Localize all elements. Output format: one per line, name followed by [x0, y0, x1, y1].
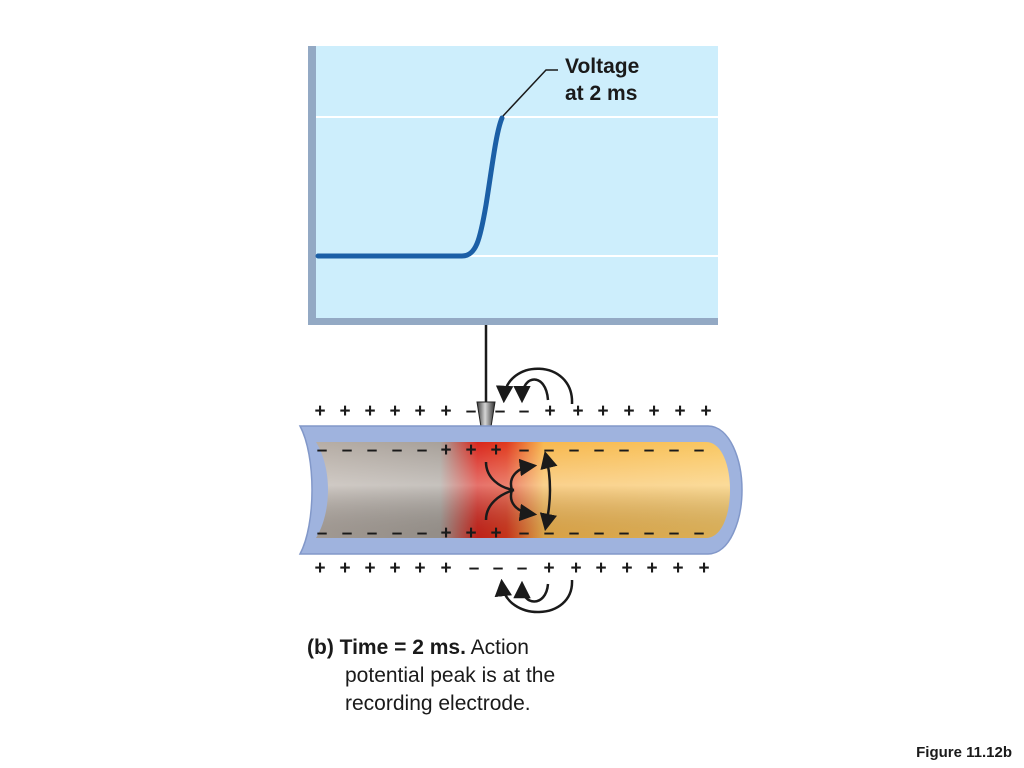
- charge: –: [317, 523, 328, 544]
- charge: –: [342, 440, 353, 461]
- charge: –: [644, 523, 655, 544]
- trace-label-leader: [502, 69, 558, 117]
- charge: +: [621, 558, 632, 579]
- charge: –: [495, 401, 506, 422]
- charge: –: [493, 558, 504, 579]
- charge: –: [694, 440, 705, 461]
- charge: –: [694, 523, 705, 544]
- charge: –: [569, 523, 580, 544]
- charge: +: [414, 401, 425, 422]
- charge: +: [698, 558, 709, 579]
- charge: –: [317, 440, 328, 461]
- trace-label-line2: at 2 ms: [565, 82, 637, 105]
- current-arrow-outer-bottom: [494, 578, 574, 614]
- charge: –: [367, 523, 378, 544]
- charge: –: [519, 440, 530, 461]
- charge: +: [414, 558, 425, 579]
- current-arrow-inside-mid-top: [509, 458, 538, 491]
- charge: –: [619, 523, 630, 544]
- charge: +: [597, 401, 608, 422]
- charge: +: [440, 523, 451, 544]
- caption-bold: (b) Time = 2 ms.: [307, 636, 466, 659]
- charge: +: [364, 401, 375, 422]
- axon: [298, 425, 743, 555]
- charge: –: [594, 440, 605, 461]
- charge: –: [544, 523, 555, 544]
- charge: +: [314, 401, 325, 422]
- charge: –: [669, 523, 680, 544]
- graph-panel: [308, 46, 718, 324]
- charge: +: [314, 558, 325, 579]
- charge: +: [465, 440, 476, 461]
- charge: –: [619, 440, 630, 461]
- charge: +: [364, 558, 375, 579]
- charge: +: [623, 401, 634, 422]
- voltage-trace: [315, 115, 505, 259]
- charge: –: [392, 523, 403, 544]
- charge: +: [389, 558, 400, 579]
- charge: +: [595, 558, 606, 579]
- charge: +: [572, 401, 583, 422]
- current-arrow-outer-top: [495, 367, 574, 405]
- axon-shading: [316, 442, 730, 538]
- charge: +: [440, 401, 451, 422]
- charges-inside-top: – – – – – + + + – – – – – – – –: [317, 440, 705, 461]
- charge: –: [367, 440, 378, 461]
- charge: +: [648, 401, 659, 422]
- graph-left-frame: [308, 46, 316, 324]
- charge: –: [519, 401, 530, 422]
- charge: +: [440, 558, 451, 579]
- charge: –: [517, 558, 528, 579]
- charge: +: [646, 558, 657, 579]
- charge: –: [342, 523, 353, 544]
- charge: +: [339, 558, 350, 579]
- charge: +: [339, 401, 350, 422]
- current-arrow-inside-right-bottom: [539, 489, 557, 532]
- charge: +: [490, 523, 501, 544]
- charges-inside-bottom: – – – – – + + + – – – – – – – –: [317, 523, 705, 544]
- charge: –: [417, 440, 428, 461]
- charge: –: [569, 440, 580, 461]
- graph-bottom-frame: [308, 318, 718, 325]
- charge: +: [570, 558, 581, 579]
- charges-outside-top: + + + + + + – – – + + + + + + +: [314, 401, 711, 422]
- voltage-graph: Voltage at 2 ms: [308, 46, 718, 325]
- charge: –: [466, 401, 477, 422]
- charge: +: [543, 558, 554, 579]
- current-arrow-inside-mid-bottom: [509, 489, 538, 522]
- charge: –: [392, 440, 403, 461]
- charge: +: [440, 440, 451, 461]
- local-current-arrows: [484, 367, 574, 614]
- charge: +: [490, 440, 501, 461]
- charge: +: [465, 523, 476, 544]
- caption-line1: (b) Time = 2 ms. Action: [307, 634, 607, 662]
- figure-label: Figure 11.12b: [916, 744, 1012, 761]
- charge: +: [700, 401, 711, 422]
- charge: –: [594, 523, 605, 544]
- charge: +: [389, 401, 400, 422]
- trace-label-line1: Voltage: [565, 55, 639, 78]
- caption-line2: potential peak is at the: [345, 664, 556, 687]
- caption-line3: recording electrode.: [345, 692, 531, 715]
- charge: –: [469, 558, 480, 579]
- charge: +: [544, 401, 555, 422]
- caption-line1-rest: Action: [465, 636, 529, 659]
- current-arrow-inner-bottom: [513, 580, 550, 603]
- charge: –: [417, 523, 428, 544]
- current-arrow-inside-right-top: [540, 450, 558, 491]
- charge: +: [672, 558, 683, 579]
- current-arrow-inner-top: [513, 378, 550, 404]
- charge: –: [519, 523, 530, 544]
- charge: +: [674, 401, 685, 422]
- figure-caption: (b) Time = 2 ms. Action potential peak i…: [307, 634, 607, 718]
- charges-outside-bottom: + + + + + + – – – + + + + + + +: [314, 558, 709, 579]
- charge: –: [669, 440, 680, 461]
- charge: –: [644, 440, 655, 461]
- charge: –: [544, 440, 555, 461]
